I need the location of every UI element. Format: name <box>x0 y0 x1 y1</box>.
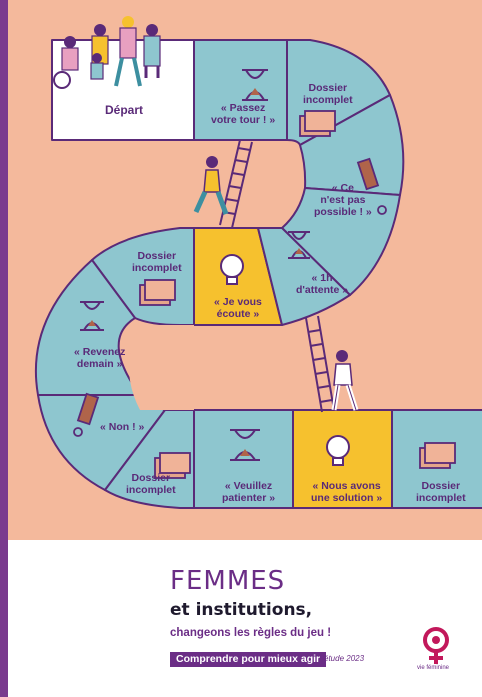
cover-banner: Comprendre pour mieux agir <box>170 652 327 667</box>
board-cell-dossier4 <box>391 409 482 509</box>
cover-tagline: changeons les règles du jeu ! <box>170 627 332 639</box>
lightbulb-icon <box>220 254 350 466</box>
cover-spine <box>0 0 8 697</box>
vie-feminine-logo-icon <box>423 627 449 664</box>
hourglass-icon <box>80 69 310 461</box>
climbing-woman-figure <box>193 156 229 215</box>
ladder-illustration <box>219 139 335 413</box>
board-cell-possible <box>299 94 405 196</box>
game-board <box>34 16 482 509</box>
cover-footer <box>8 540 482 697</box>
group-of-people-illustration <box>53 16 161 89</box>
logo-caption: vie féminine <box>417 665 450 671</box>
stamp-icon <box>73 157 387 437</box>
folder-icon <box>139 110 456 479</box>
study-year: étude 2023 <box>324 654 365 663</box>
board-cell-attente-tail <box>257 227 351 326</box>
board-cell-passez <box>193 39 288 141</box>
board-cell-dossier3 <box>104 409 195 509</box>
start-cell-label: Départ <box>105 103 144 117</box>
cell-label-non: « Non ! » <box>100 421 145 433</box>
board-cell-attente <box>281 187 401 296</box>
climbing-woman-figure <box>331 350 359 411</box>
cover-title: FEMMES <box>170 566 286 596</box>
cover-subtitle: et institutions, <box>170 600 313 620</box>
